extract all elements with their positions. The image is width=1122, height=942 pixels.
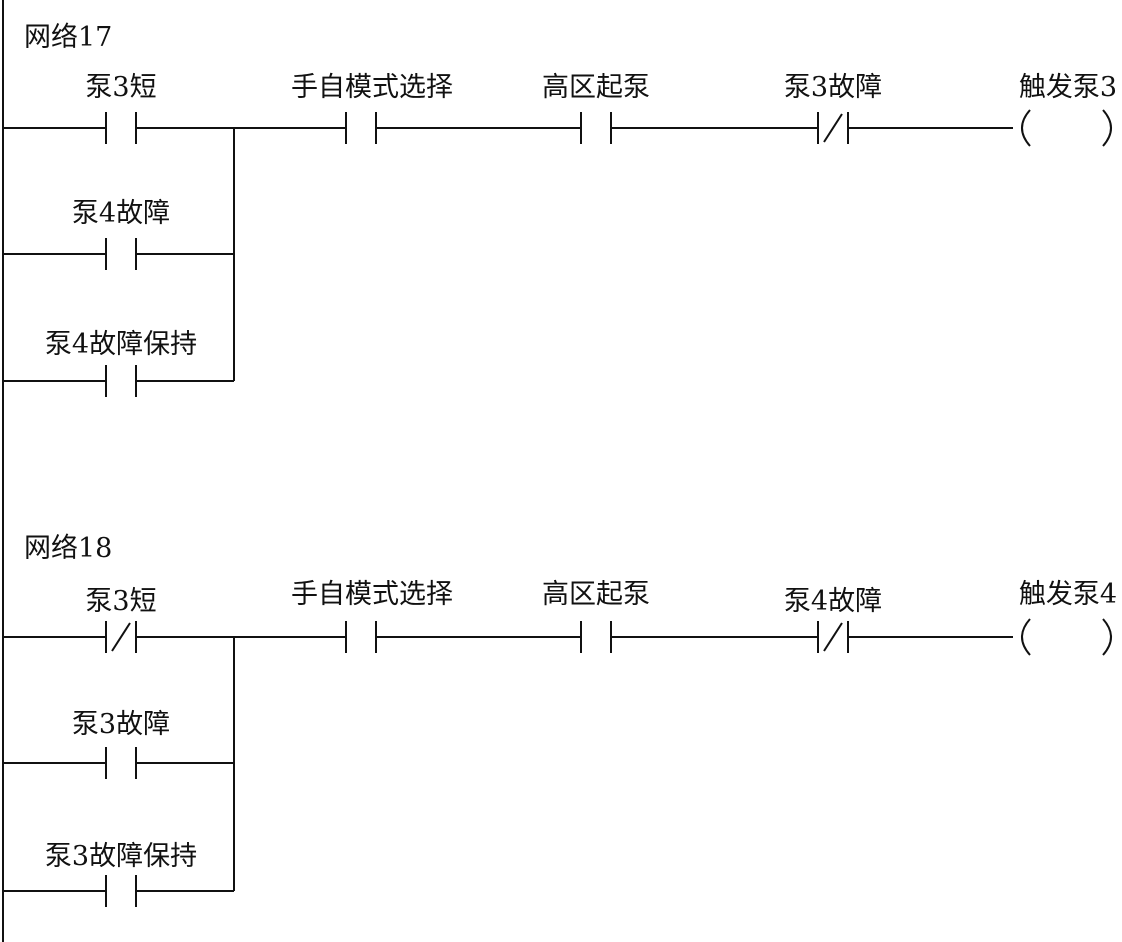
contact-label: 泵4故障保持 (45, 329, 197, 360)
contact-label: 泵3故障 (72, 709, 170, 740)
contact-label: 泵4故障 (72, 198, 170, 229)
contact-label: 手自模式选择 (291, 579, 453, 610)
coil-label: 触发泵3 (1019, 72, 1117, 103)
no-contact (105, 365, 137, 397)
output-coil (1021, 618, 1112, 656)
contact-label: 泵3短 (85, 72, 156, 103)
nc-contact (817, 621, 849, 653)
output-coil (1021, 109, 1112, 147)
no-contact (105, 875, 137, 907)
contact-label: 泵4故障 (784, 586, 882, 617)
no-contact (345, 621, 377, 653)
contact-label: 高区起泵 (542, 579, 650, 610)
contact-label: 泵3故障 (784, 72, 882, 103)
coil-left-arc (1021, 109, 1031, 147)
coil-left-arc (1021, 618, 1031, 656)
network-title: 网络17 (24, 22, 112, 53)
no-contact (580, 112, 612, 144)
contact-label: 泵3故障保持 (45, 841, 197, 872)
contact-normally-closed-slash (823, 622, 843, 652)
no-contact (345, 112, 377, 144)
no-contact (580, 621, 612, 653)
network-title: 网络18 (24, 533, 112, 564)
contact-label: 高区起泵 (542, 72, 650, 103)
contact-normally-closed-slash (111, 622, 131, 652)
no-contact (105, 112, 137, 144)
contact-label: 手自模式选择 (291, 72, 453, 103)
nc-contact (817, 112, 849, 144)
coil-right-arc (1102, 109, 1112, 147)
no-contact (105, 747, 137, 779)
contact-label: 泵3短 (85, 586, 156, 617)
contact-normally-closed-slash (823, 113, 843, 143)
nc-contact (105, 621, 137, 653)
no-contact (105, 238, 137, 270)
coil-label: 触发泵4 (1019, 579, 1117, 610)
coil-right-arc (1102, 618, 1112, 656)
